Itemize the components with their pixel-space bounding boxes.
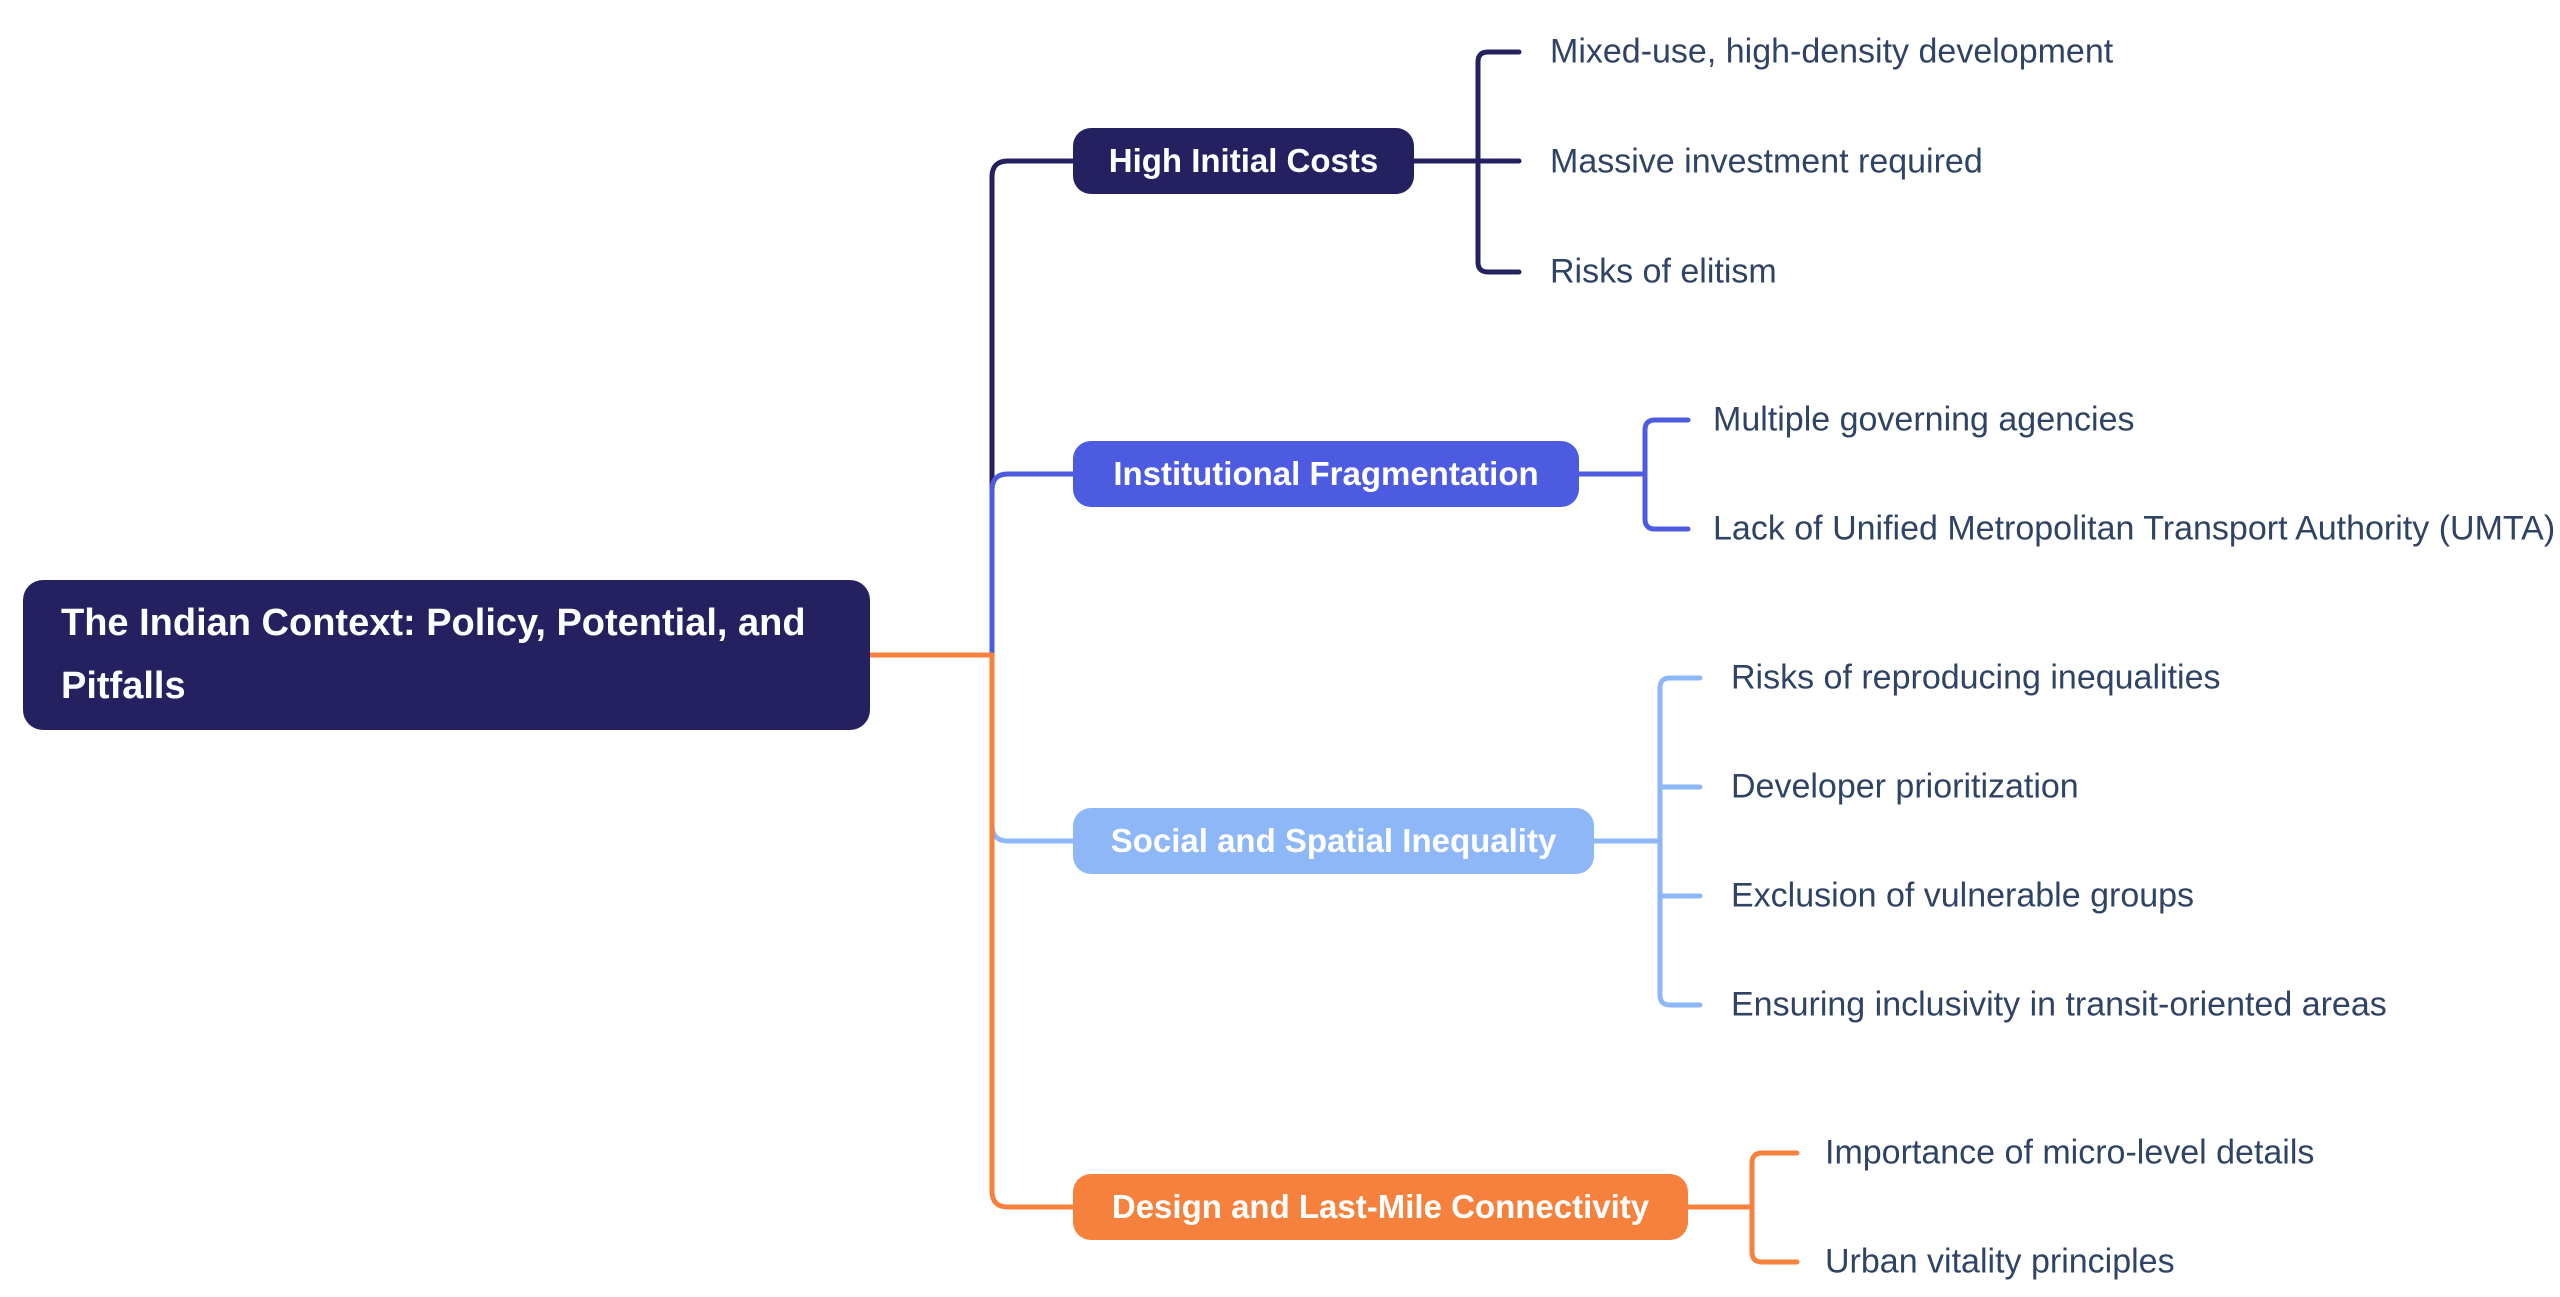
child-label[interactable]: Exclusion of vulnerable groups <box>1731 876 2195 915</box>
child-label[interactable]: Importance of micro-level details <box>1825 1133 2315 1172</box>
child-label[interactable]: Mixed-use, high-density development <box>1550 32 2114 71</box>
link-high-children-rail <box>1475 49 1522 275</box>
branch-node-social-spatial-inequality[interactable]: Social and Spatial Inequality <box>1073 808 1594 874</box>
link-branch-design <box>989 652 1076 1210</box>
child-label[interactable]: Massive investment required <box>1550 142 1983 181</box>
branch-node-institutional-fragmentation[interactable]: Institutional Fragmentation <box>1073 441 1579 507</box>
link-design-children-rail <box>1749 1150 1800 1265</box>
link-social-children-rail <box>1657 675 1703 1008</box>
branch-label: Social and Spatial Inequality <box>1110 822 1557 859</box>
child-label[interactable]: Risks of elitism <box>1550 252 1777 291</box>
link-institutional-children-rail <box>1642 417 1691 532</box>
root-node[interactable]: The Indian Context: Policy, Potential, a… <box>23 580 870 730</box>
child-label[interactable]: Ensuring inclusivity in transit-oriented… <box>1731 985 2387 1024</box>
link-branch-institutional <box>989 471 1076 658</box>
child-label[interactable]: Developer prioritization <box>1731 767 2079 806</box>
root-node-label: The Indian Context: Policy, Potential, a… <box>61 602 806 707</box>
link-branch-social <box>989 652 1076 844</box>
child-label[interactable]: Risks of reproducing inequalities <box>1731 658 2221 697</box>
branch-label: Design and Last-Mile Connectivity <box>1111 1188 1650 1225</box>
branch-node-design-last-mile[interactable]: Design and Last-Mile Connectivity <box>1073 1174 1688 1240</box>
child-label[interactable]: Multiple governing agencies <box>1713 400 2135 439</box>
branch-label: High Initial Costs <box>1108 142 1379 179</box>
child-label[interactable]: Urban vitality principles <box>1825 1242 2175 1281</box>
child-label[interactable]: Lack of Unified Metropolitan Transport A… <box>1713 509 2556 548</box>
branch-node-high-initial-costs[interactable]: High Initial Costs <box>1073 128 1414 194</box>
link-branch-high <box>989 158 1076 658</box>
branch-label: Institutional Fragmentation <box>1113 455 1539 492</box>
